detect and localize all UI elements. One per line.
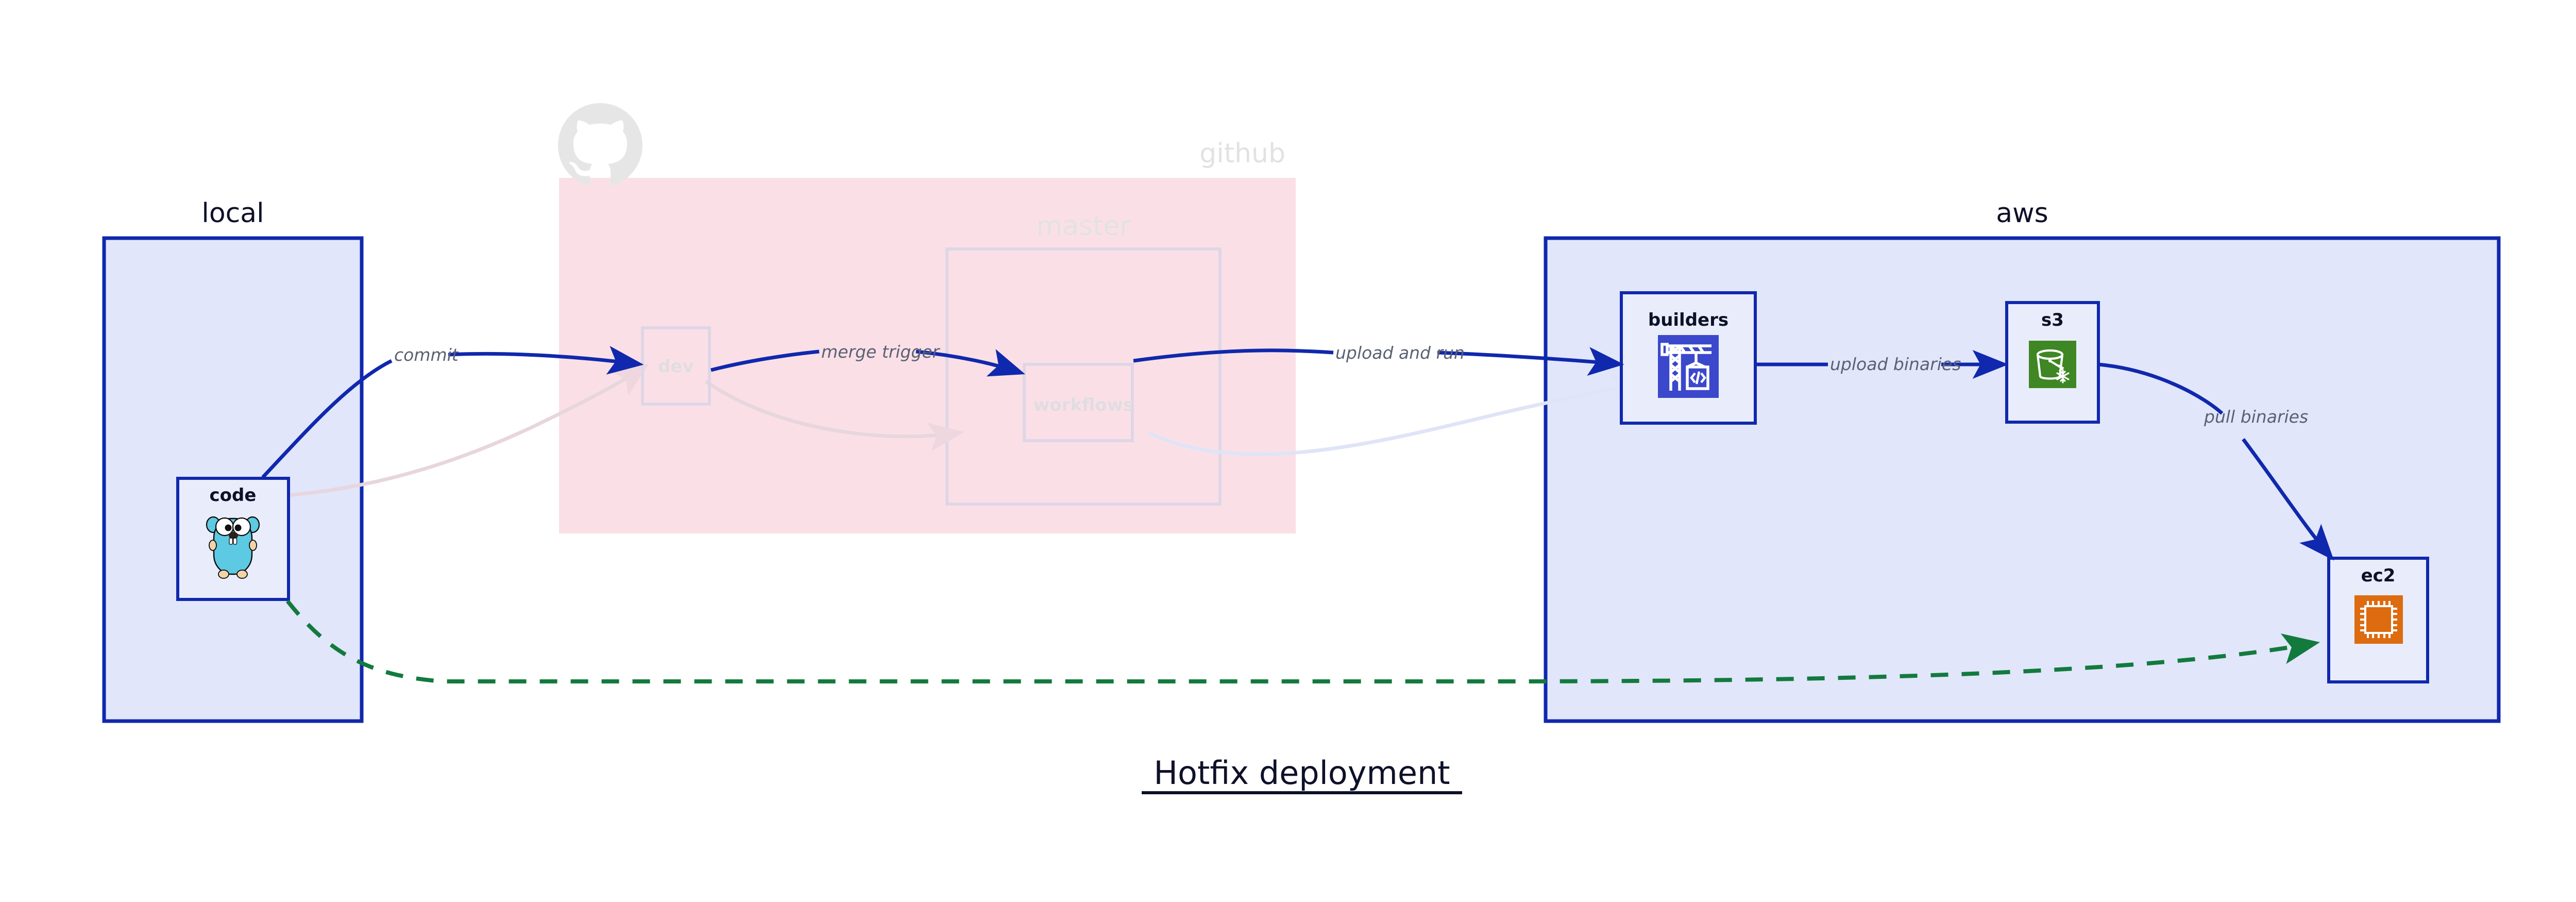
node-s3[interactable]: s3 bbox=[2005, 301, 2100, 424]
page-title-text: Hotfix deployment bbox=[1154, 754, 1450, 792]
faded-edge-layer bbox=[243, 363, 1648, 500]
node-code-label: code bbox=[210, 485, 257, 506]
edge-upload-and-run-path-start bbox=[1133, 348, 1334, 363]
node-ec2[interactable]: ec2 bbox=[2327, 557, 2429, 683]
group-master-body bbox=[945, 247, 1222, 506]
edge-commit-label: commit bbox=[394, 345, 459, 365]
edge-merge-trigger-label: merge trigger bbox=[821, 342, 941, 362]
edge-pull-binaries-path-start bbox=[2098, 362, 2224, 415]
node-code[interactable]: code bbox=[176, 477, 290, 601]
node-builders-label: builders bbox=[1648, 310, 1728, 330]
node-workflows[interactable]: workflows bbox=[1023, 363, 1134, 442]
edge-commit-path-end bbox=[448, 346, 644, 375]
node-builders[interactable]: builders bbox=[1620, 291, 1757, 425]
node-dev-label: dev bbox=[658, 356, 694, 377]
node-workflows-label: workflows bbox=[1033, 395, 1133, 415]
node-s3-label: s3 bbox=[2041, 310, 2064, 330]
node-workflows-body bbox=[1023, 363, 1134, 442]
edge-merge-trigger-path-end bbox=[916, 349, 1025, 377]
edge-hotfix-direct-path bbox=[285, 599, 2320, 683]
group-master-label: master bbox=[1036, 211, 1131, 242]
group-master: master bbox=[945, 211, 1222, 506]
node-ec2-label: ec2 bbox=[2361, 565, 2396, 586]
aws-s3-glacier-icon bbox=[2029, 341, 2076, 388]
edge-upload-and-run-label: upload and run bbox=[1335, 343, 1465, 363]
page-title: Hotfix deployment bbox=[1142, 754, 1462, 794]
edge-faded-dev-workflows bbox=[705, 380, 965, 452]
edge-pull-binaries-label: pull binaries bbox=[2204, 407, 2308, 427]
go-gopher-icon bbox=[206, 516, 260, 579]
aws-ec2-chip-icon bbox=[2354, 595, 2403, 644]
edge-layer: commit merge trigger upload and run uplo… bbox=[261, 342, 2334, 683]
aws-codebuild-icon bbox=[1658, 335, 1719, 398]
group-local: local bbox=[102, 198, 364, 723]
edge-upload-binaries-label: upload binaries bbox=[1830, 354, 1961, 374]
group-aws-label: aws bbox=[1996, 198, 2048, 229]
edge-faded-workflows-builders bbox=[1148, 374, 1648, 456]
edge-faded-code-dev bbox=[243, 363, 650, 500]
group-github-label: github bbox=[1199, 138, 1285, 169]
group-local-label: local bbox=[201, 198, 264, 229]
edge-merge-trigger-path-start bbox=[710, 349, 820, 372]
group-github: github bbox=[559, 138, 1296, 533]
edge-pull-binaries-path-end bbox=[2242, 438, 2334, 561]
github-octocat-icon bbox=[558, 103, 642, 186]
edge-upload-and-run-path-end bbox=[1437, 347, 1624, 376]
edge-commit-path-start bbox=[261, 359, 393, 479]
